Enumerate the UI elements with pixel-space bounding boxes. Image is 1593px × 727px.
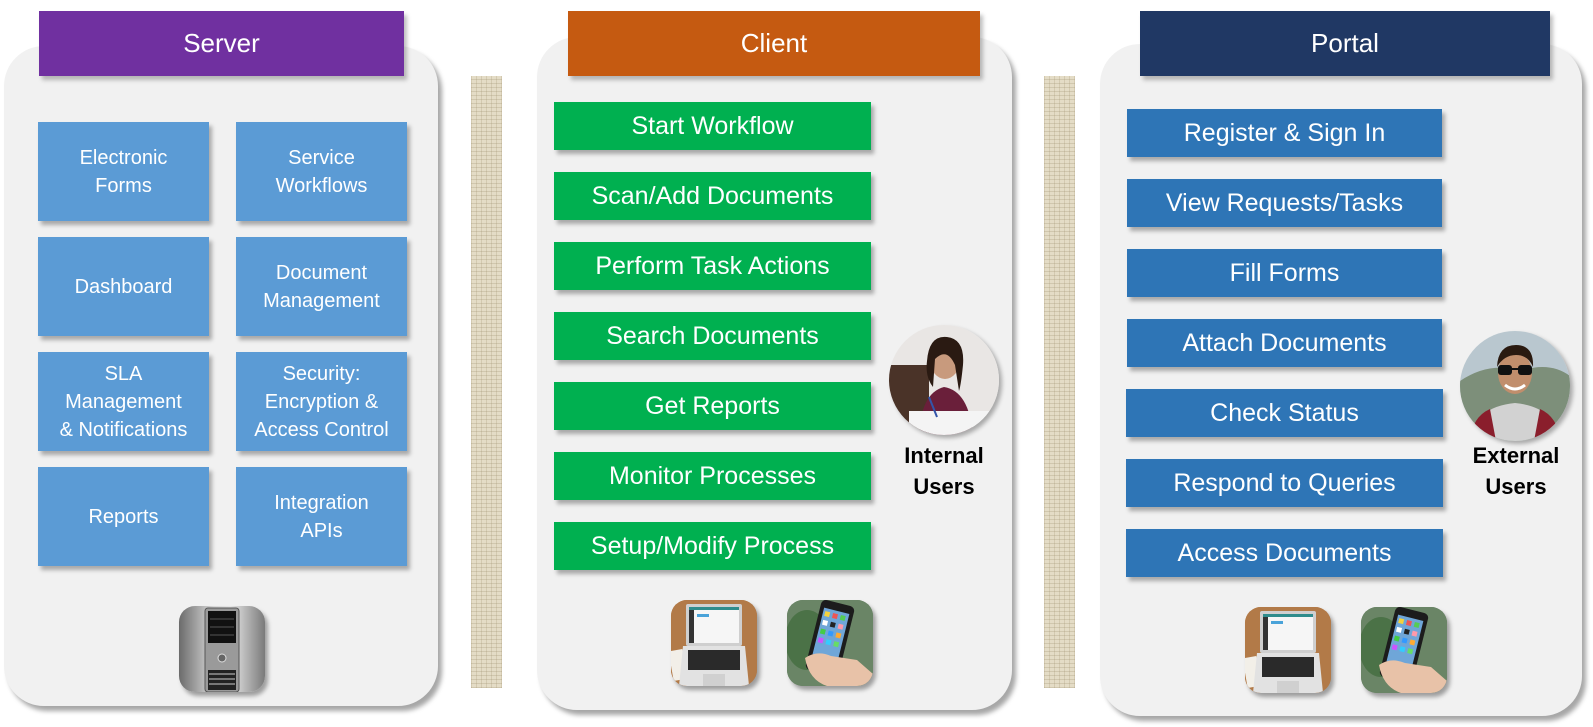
client-action-search-documents[interactable]: Search Documents <box>554 312 871 360</box>
action-label: Setup/Modify Process <box>590 531 835 560</box>
portal-smartphone-icon <box>1361 607 1447 693</box>
internal-user-avatar <box>889 325 999 435</box>
external-users-label: External Users <box>1472 443 1560 499</box>
client-action-perform-task-actions[interactable]: Perform Task Actions <box>554 242 871 290</box>
portal-laptop-icon <box>1245 607 1331 693</box>
tile-label: Electronic Forms <box>79 146 168 197</box>
action-label: Monitor Processes <box>608 461 817 490</box>
tile-label: Security: Encryption & Access Control <box>254 362 389 441</box>
portal-header: Portal <box>1140 11 1550 76</box>
action-label: Perform Task Actions <box>595 251 830 280</box>
client-smartphone-icon <box>787 600 873 686</box>
external-user-avatar <box>1460 331 1570 441</box>
portal-action-register-sign-in[interactable]: Register & Sign In <box>1127 109 1442 157</box>
server-tower-icon <box>179 606 265 692</box>
server-tile-document-management[interactable]: Document Management <box>236 237 407 336</box>
server-tile-reports[interactable]: Reports <box>38 467 209 566</box>
portal-action-fill-forms[interactable]: Fill Forms <box>1127 249 1442 297</box>
client-header: Client <box>568 11 980 76</box>
server-tile-integration-apis[interactable]: Integration APIs <box>236 467 407 566</box>
server-header: Server <box>39 11 404 76</box>
client-laptop-icon <box>671 600 757 686</box>
server-tile-security[interactable]: Security: Encryption & Access Control <box>236 352 407 451</box>
action-label: Get Reports <box>645 391 780 420</box>
server-title: Server <box>183 28 260 58</box>
action-label: Scan/Add Documents <box>591 181 834 210</box>
client-action-get-reports[interactable]: Get Reports <box>554 382 871 430</box>
action-label: Attach Documents <box>1182 328 1387 357</box>
portal-action-respond-to-queries[interactable]: Respond to Queries <box>1126 459 1443 507</box>
portal-action-view-requests-tasks[interactable]: View Requests/Tasks <box>1127 179 1442 227</box>
tile-label: Document Management <box>263 261 380 312</box>
internal-users-label: Internal Users <box>904 443 984 499</box>
action-label: Check Status <box>1210 398 1359 427</box>
divider-client-portal <box>1044 76 1075 688</box>
tile-label: Integration APIs <box>274 491 369 542</box>
tile-label: SLA Management & Notifications <box>59 362 188 441</box>
server-tile-sla-management[interactable]: SLA Management & Notifications <box>38 352 209 451</box>
action-label: Respond to Queries <box>1173 468 1396 497</box>
client-action-setup-modify-process[interactable]: Setup/Modify Process <box>554 522 871 570</box>
server-tile-dashboard[interactable]: Dashboard <box>38 237 209 336</box>
action-label: Access Documents <box>1177 538 1392 567</box>
client-action-monitor-processes[interactable]: Monitor Processes <box>554 452 871 500</box>
action-label: View Requests/Tasks <box>1165 188 1404 217</box>
tile-label: Dashboard <box>74 275 173 298</box>
action-label: Fill Forms <box>1229 258 1340 287</box>
portal-action-check-status[interactable]: Check Status <box>1126 389 1443 437</box>
server-tile-service-workflows[interactable]: Service Workflows <box>236 122 407 221</box>
tile-label: Service Workflows <box>275 146 368 197</box>
client-title: Client <box>740 28 808 58</box>
tile-label: Reports <box>88 505 159 528</box>
action-label: Register & Sign In <box>1183 118 1386 147</box>
server-tile-electronic-forms[interactable]: Electronic Forms <box>38 122 209 221</box>
portal-action-attach-documents[interactable]: Attach Documents <box>1127 319 1442 367</box>
portal-title: Portal <box>1311 28 1379 58</box>
portal-action-access-documents[interactable]: Access Documents <box>1126 529 1443 577</box>
action-label: Start Workflow <box>631 111 794 140</box>
client-action-scan-add-documents[interactable]: Scan/Add Documents <box>554 172 871 220</box>
divider-server-client <box>471 76 502 688</box>
action-label: Search Documents <box>606 321 819 350</box>
client-action-start-workflow[interactable]: Start Workflow <box>554 102 871 150</box>
